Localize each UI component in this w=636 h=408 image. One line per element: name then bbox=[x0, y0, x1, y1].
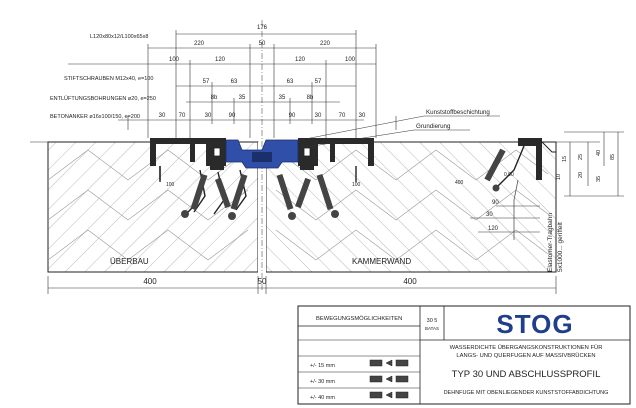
title-block bbox=[297, 305, 631, 405]
dim-row4-d: 8b bbox=[307, 95, 314, 101]
dim-right-v-b: 25 bbox=[578, 154, 584, 160]
dim-row2-b: 120 bbox=[215, 57, 226, 63]
drawing-sub: BATAS bbox=[425, 326, 439, 331]
dim-right-v-d: 40 bbox=[596, 150, 602, 156]
small-label-c: 400 bbox=[455, 180, 464, 186]
movement-icons bbox=[369, 359, 409, 399]
dim-row3-c: 63 bbox=[287, 79, 294, 85]
dim-row5-f: 30 bbox=[315, 113, 322, 119]
dim-right-v-g: 10 bbox=[556, 174, 562, 180]
dim-row5-g: 70 bbox=[339, 113, 346, 119]
dim-bottom-left: 400 bbox=[143, 277, 157, 286]
dim-row5-c: 30 bbox=[205, 113, 212, 119]
bottom-dimension-lines bbox=[47, 276, 557, 294]
movement-40: +/- 40 mm bbox=[310, 395, 335, 401]
dim-row5-e: 90 bbox=[289, 113, 296, 119]
elastomer-label-2: 5x1000... geriffelt bbox=[557, 222, 564, 272]
spec-vents: ENTLÜFTUNGSBOHRUNGEN ø20, e=250 bbox=[50, 95, 156, 102]
label-kammerwand: KAMMERWAND bbox=[352, 257, 411, 266]
dim-row4-a: 8b bbox=[211, 95, 218, 101]
dim-row4-c: 35 bbox=[279, 95, 286, 101]
dim-top-total: 176 bbox=[257, 25, 268, 31]
stog-logo: STOG bbox=[496, 309, 573, 339]
dim-row1-c: 220 bbox=[320, 41, 331, 47]
elastomer-label-1: Elastomer-Tragbahn bbox=[547, 213, 554, 272]
drawing-title: TYP 30 UND ABSCHLUSSPROFIL bbox=[452, 369, 601, 380]
dim-right-v-e: 85 bbox=[610, 154, 616, 160]
dim-bottom-right: 400 bbox=[403, 277, 417, 286]
right-anchor-grips bbox=[276, 173, 339, 220]
description-line-2: LANGS- UND QUERFUGEN AUF MASSIVBRÜCKEN bbox=[456, 352, 595, 359]
dim-right-h-b: 90 bbox=[492, 200, 499, 206]
dim-row5-a: 30 bbox=[159, 113, 166, 119]
dim-bottom-gap: 50 bbox=[258, 277, 267, 286]
dim-row2-a: 100 bbox=[169, 57, 180, 63]
dim-right-v-c: 20 bbox=[578, 172, 584, 178]
drawing-subtitle: DEHNFUGE MIT OBENLIEGENDER KUNSTSTOFFABD… bbox=[444, 390, 609, 396]
right-dimension-lines bbox=[564, 131, 624, 197]
dim-row5-d: 90 bbox=[229, 113, 236, 119]
dim-row1-a: 220 bbox=[194, 41, 205, 47]
left-anchor-grips bbox=[181, 173, 248, 220]
spec-anchors: BETONANKER ø16x100/150, e=200 bbox=[50, 114, 140, 120]
dim-right-h-c: 30 bbox=[486, 212, 493, 218]
bolt-heads bbox=[213, 147, 311, 157]
elastomer-seal bbox=[225, 139, 299, 169]
dim-row5-b: 70 bbox=[179, 113, 186, 119]
dim-row2-c: 120 bbox=[295, 57, 306, 63]
movement-15: +/- 15 mm bbox=[310, 363, 335, 369]
dim-right-v-a: 15 bbox=[562, 156, 568, 162]
spec-profile: L120x80x12/L100x65x8 bbox=[90, 34, 148, 40]
dim-row3-b: 63 bbox=[231, 79, 238, 85]
movements-header: BEWEGUNGSMÖGLICHKEITEN bbox=[316, 315, 402, 322]
dim-row2-d: 100 bbox=[345, 57, 356, 63]
end-profile bbox=[484, 138, 556, 240]
description-line-1: WASSERDICHTE ÜBERGANGSKONSTRUKTIONEN FÜR bbox=[450, 344, 603, 351]
leader-lines bbox=[299, 115, 500, 149]
dim-row3-d: 57 bbox=[315, 79, 322, 85]
small-label-d: 0.00 bbox=[504, 172, 514, 178]
dim-row4-b: 35 bbox=[239, 95, 246, 101]
leader-coating: Kunststoffbeschichtung bbox=[426, 109, 490, 116]
small-label-b: 100 bbox=[352, 182, 361, 188]
spec-screws: STIFTSCHRAUBEN M12x40, e=100 bbox=[64, 76, 153, 82]
top-dimension-lines bbox=[68, 30, 397, 138]
leader-primer: Grundierung bbox=[416, 123, 451, 130]
dim-row5-h: 30 bbox=[359, 113, 366, 119]
dim-row1-b: 50 bbox=[259, 41, 266, 47]
dim-right-h-a: 120 bbox=[488, 226, 499, 232]
dim-right-v-f: 35 bbox=[596, 176, 602, 182]
right-h-dimension-lines bbox=[470, 205, 540, 233]
drawing-number: 30 5 bbox=[427, 318, 438, 324]
vertical-studs bbox=[159, 166, 357, 182]
hatch-chevrons bbox=[47, 149, 549, 261]
movement-30: +/- 30 mm bbox=[310, 379, 335, 385]
dim-row3-a: 57 bbox=[203, 79, 210, 85]
label-ueberbau: ÜBERBAU bbox=[110, 257, 149, 266]
small-label-a: 100 bbox=[166, 182, 175, 188]
